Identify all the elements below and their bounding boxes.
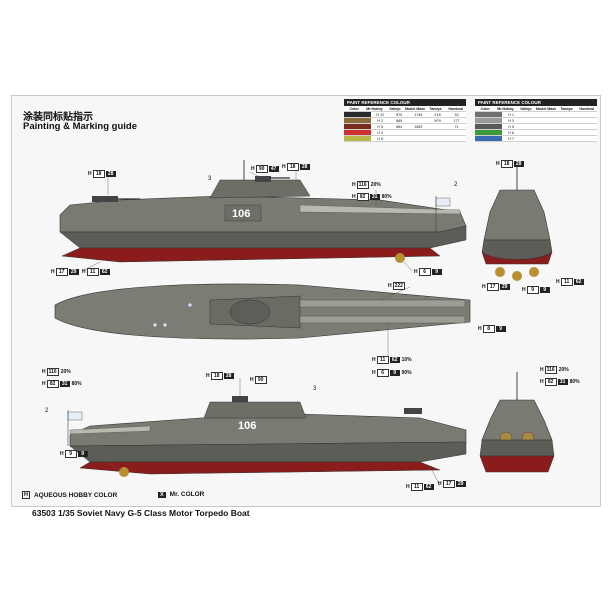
left-row: H 3 [344, 130, 466, 136]
legend-aqueous-label: AQUEOUS HOBBY COLOR [33, 491, 118, 499]
right-row: H 6 [475, 130, 597, 136]
left-row: H 12 870 1749 X18 33 [344, 112, 466, 118]
right-row: H 3 [475, 118, 597, 124]
paint-reference-table-right: PAINT REFERENCE COLOUR Color Mr.Hobby Va… [475, 99, 597, 142]
side-view-bottom [67, 396, 467, 477]
paint-code: H 3 [508, 118, 515, 123]
paint-reference-heading: PAINT REFERENCE COLOUR [344, 99, 466, 106]
right-row: H 1 [475, 112, 597, 118]
left-row: H 9 864 1652 71 [344, 124, 466, 130]
paint-reference-columns: Color Mr.Hobby Vallejo Model Master Tami… [344, 106, 466, 112]
paint-reference-heading-2: PAINT REFERENCE COLOUR [475, 99, 597, 106]
color-swatch [475, 136, 502, 141]
paint-vallejo: 864 [396, 124, 403, 129]
title-english: Painting & Marking guide [23, 121, 138, 132]
hull-number-top: 106 [232, 208, 250, 220]
paint-tamiya: XF9 [434, 118, 441, 123]
paint-code: H 3 [377, 130, 384, 135]
right-row: H 7 [475, 136, 597, 142]
legend-mr-color: X Mr. COLOR [158, 491, 204, 498]
title-chinese: 涂装同标贴指示 [23, 112, 93, 123]
hull-number-bottom: 106 [238, 420, 256, 432]
part-number-2-bottom: 2 [45, 408, 49, 414]
right-row: H 5 [475, 124, 597, 130]
part-number-3-bottom: 3 [313, 386, 317, 392]
paint-code: H 1 [508, 112, 515, 117]
color-swatch [344, 118, 371, 123]
paint-code: H 2 [377, 118, 384, 123]
legend-aqueous: H AQUEOUS HOBBY COLOR [22, 491, 117, 499]
left-row: H 2 865 XF9 177 [344, 118, 466, 124]
part-number-3-top: 3 [208, 176, 212, 182]
paint-tamiya: X18 [434, 112, 441, 117]
paint-model-master: 1749 [414, 112, 423, 117]
paint-vallejo: 865 [396, 118, 403, 123]
paint-humbrol: 33 [454, 112, 459, 117]
color-swatch [475, 124, 502, 129]
product-footer: 63503 1/35 Soviet Navy G-5 Class Motor T… [32, 508, 250, 518]
front-view [481, 162, 553, 281]
paint-code: H 5 [508, 124, 515, 129]
top-view [54, 283, 471, 340]
paint-code: H 6 [508, 130, 515, 135]
paint-reference-columns-2: Color Mr.Hobby Vallejo Model Master Tami… [475, 106, 597, 112]
paint-code: H 8 [377, 136, 384, 141]
paint-model-master: 1652 [414, 124, 423, 129]
left-row: H 8 [344, 136, 466, 142]
paint-humbrol: 71 [454, 124, 459, 129]
color-swatch [344, 112, 371, 117]
rear-view [479, 372, 555, 473]
side-view-top [59, 160, 467, 263]
paint-code: H 9 [377, 124, 384, 129]
color-swatch [344, 130, 371, 135]
paint-code: H 12 [376, 112, 385, 117]
paint-humbrol: 177 [453, 118, 460, 123]
paint-code: H 7 [508, 136, 515, 141]
paint-reference-table-left: PAINT REFERENCE COLOUR Color Mr.Hobby Va… [344, 99, 466, 142]
part-number-2-top: 2 [454, 182, 458, 188]
color-swatch [344, 136, 371, 141]
color-swatch [475, 130, 502, 135]
color-swatch [475, 118, 502, 123]
mr-color-icon: X [158, 491, 166, 498]
aqueous-color-icon: H [22, 491, 30, 499]
paint-vallejo: 870 [396, 112, 403, 117]
color-swatch [475, 112, 502, 117]
legend-mr-color-label: Mr. COLOR [169, 491, 205, 498]
color-swatch [344, 124, 371, 129]
